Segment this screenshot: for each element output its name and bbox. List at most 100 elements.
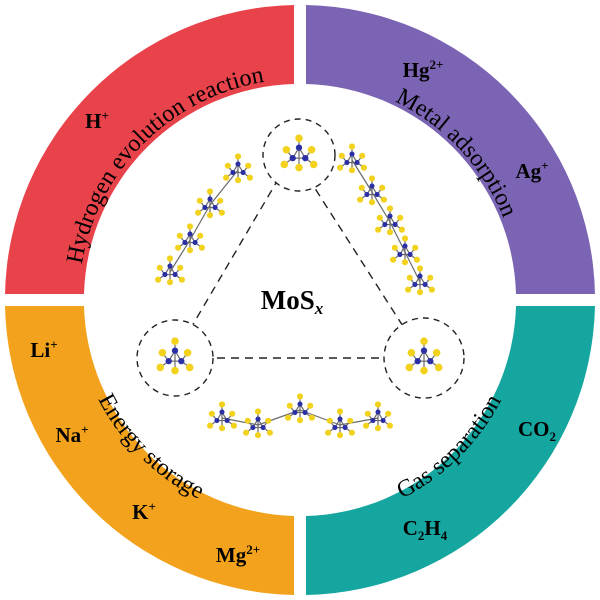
sulfur-atom bbox=[325, 429, 332, 436]
sulfur-atom bbox=[358, 184, 365, 191]
sulfur-atom bbox=[385, 410, 392, 417]
sulfur-atom bbox=[336, 432, 344, 439]
gas-quadrant bbox=[306, 306, 595, 595]
sulfur-atom bbox=[198, 244, 205, 251]
sulfur-atom bbox=[155, 276, 162, 283]
molybdenum-atom bbox=[172, 272, 178, 278]
sulfur-atom bbox=[368, 199, 376, 206]
molybdenum-atom bbox=[162, 272, 168, 278]
sulfur-atom bbox=[386, 229, 394, 236]
molybdenum-atom bbox=[402, 243, 408, 249]
sulfur-atom bbox=[156, 264, 163, 271]
sulfur-atom bbox=[224, 162, 231, 169]
dashed-triangle bbox=[174, 153, 423, 359]
sulfur-atom bbox=[171, 366, 179, 375]
sulfur-atom bbox=[348, 167, 356, 174]
sulfur-atom bbox=[206, 188, 214, 195]
molybdenum-atom bbox=[380, 418, 386, 424]
molybdenum-atom bbox=[202, 205, 208, 211]
sulfur-atom bbox=[254, 432, 262, 439]
molybdenum-atom bbox=[187, 231, 193, 237]
sulfur-atom bbox=[218, 425, 226, 432]
molybdenum-atom bbox=[178, 358, 185, 365]
sulfur-atom bbox=[243, 429, 250, 436]
sulfur-atom bbox=[398, 226, 405, 233]
sulfur-atom bbox=[307, 145, 316, 154]
sulfur-atom bbox=[266, 429, 273, 436]
hydrogen-quadrant bbox=[5, 5, 294, 294]
molybdenum-atom bbox=[165, 358, 172, 365]
sulfur-atom bbox=[186, 223, 194, 230]
molybdenum-atom bbox=[224, 418, 230, 424]
ion-mg: Mg2+ bbox=[216, 542, 260, 567]
sulfur-atom bbox=[363, 422, 370, 429]
sulfur-atom bbox=[158, 348, 167, 357]
molybdenum-atom bbox=[364, 192, 370, 198]
metal-quadrant bbox=[306, 5, 595, 294]
ion-na: Na+ bbox=[55, 422, 88, 447]
sulfur-atom bbox=[379, 184, 386, 191]
sulfur-atom bbox=[183, 348, 192, 357]
sulfur-atom bbox=[368, 175, 376, 182]
sulfur-atom bbox=[282, 145, 291, 154]
sulfur-atom bbox=[364, 410, 371, 417]
molybdenum-atom bbox=[417, 273, 423, 279]
sulfur-atom bbox=[357, 196, 364, 203]
bond bbox=[371, 191, 391, 223]
sulfur-atom bbox=[254, 408, 262, 415]
sulfur-atom bbox=[166, 255, 174, 262]
molybdenum-atom bbox=[392, 222, 398, 228]
sulfur-atom bbox=[285, 414, 292, 421]
molybdenum-atom bbox=[422, 282, 428, 288]
sulfur-atom bbox=[427, 274, 434, 281]
sulfur-atom bbox=[347, 417, 354, 424]
sulfur-atom bbox=[171, 337, 179, 345]
ion-k: K+ bbox=[132, 499, 156, 524]
molybdenum-atom bbox=[427, 358, 434, 365]
sulfur-atom bbox=[416, 265, 424, 272]
sulfur-atom bbox=[156, 363, 165, 372]
molybdenum-atom bbox=[369, 183, 375, 189]
sulfur-atom bbox=[360, 164, 367, 171]
sulfur-atom bbox=[420, 337, 428, 345]
molybdenum-atom bbox=[250, 425, 256, 431]
molybdenum-atom bbox=[167, 263, 173, 269]
sulfur-atom bbox=[406, 274, 413, 281]
sulfur-atom bbox=[175, 244, 182, 251]
sulfur-atom bbox=[401, 259, 409, 266]
molybdenum-atom bbox=[292, 410, 298, 416]
molybdenum-atom bbox=[354, 160, 360, 166]
sulfur-atom bbox=[405, 363, 414, 372]
sulfur-atom bbox=[386, 422, 393, 429]
sulfur-atom bbox=[207, 422, 214, 429]
sulfur-atom bbox=[186, 247, 194, 254]
sulfur-atom bbox=[295, 134, 303, 142]
sulfur-atom bbox=[386, 205, 394, 212]
sulfur-atom bbox=[407, 348, 416, 357]
molybdenum-atom bbox=[342, 425, 348, 431]
sulfur-atom bbox=[401, 235, 409, 242]
molybdenum-atom bbox=[349, 151, 355, 157]
sulfur-atom bbox=[434, 363, 443, 372]
sulfur-atom bbox=[244, 417, 251, 424]
sulfur-atom bbox=[217, 197, 224, 204]
sulfur-atom bbox=[286, 402, 293, 409]
molybdenum-atom bbox=[297, 401, 303, 407]
bond bbox=[189, 204, 211, 241]
ion-c2h4: C2H4 bbox=[403, 516, 448, 543]
sulfur-atom bbox=[391, 244, 398, 251]
sulfur-atom bbox=[206, 212, 214, 219]
sulfur-atom bbox=[338, 152, 345, 159]
molybdenum-atom bbox=[332, 425, 338, 431]
molybdenum-atom bbox=[230, 170, 236, 176]
sulfur-atom bbox=[196, 197, 203, 204]
sulfur-atom bbox=[195, 209, 202, 216]
sulfur-atom bbox=[223, 174, 230, 181]
molybdenum-atom bbox=[240, 170, 246, 176]
sulfur-atom bbox=[308, 414, 315, 421]
sulfur-atom bbox=[374, 401, 382, 408]
molybdenum-atom bbox=[344, 160, 350, 166]
sulfur-atom bbox=[229, 410, 236, 417]
sulfur-atom bbox=[390, 256, 397, 263]
ion-co2: CO2 bbox=[518, 417, 556, 444]
